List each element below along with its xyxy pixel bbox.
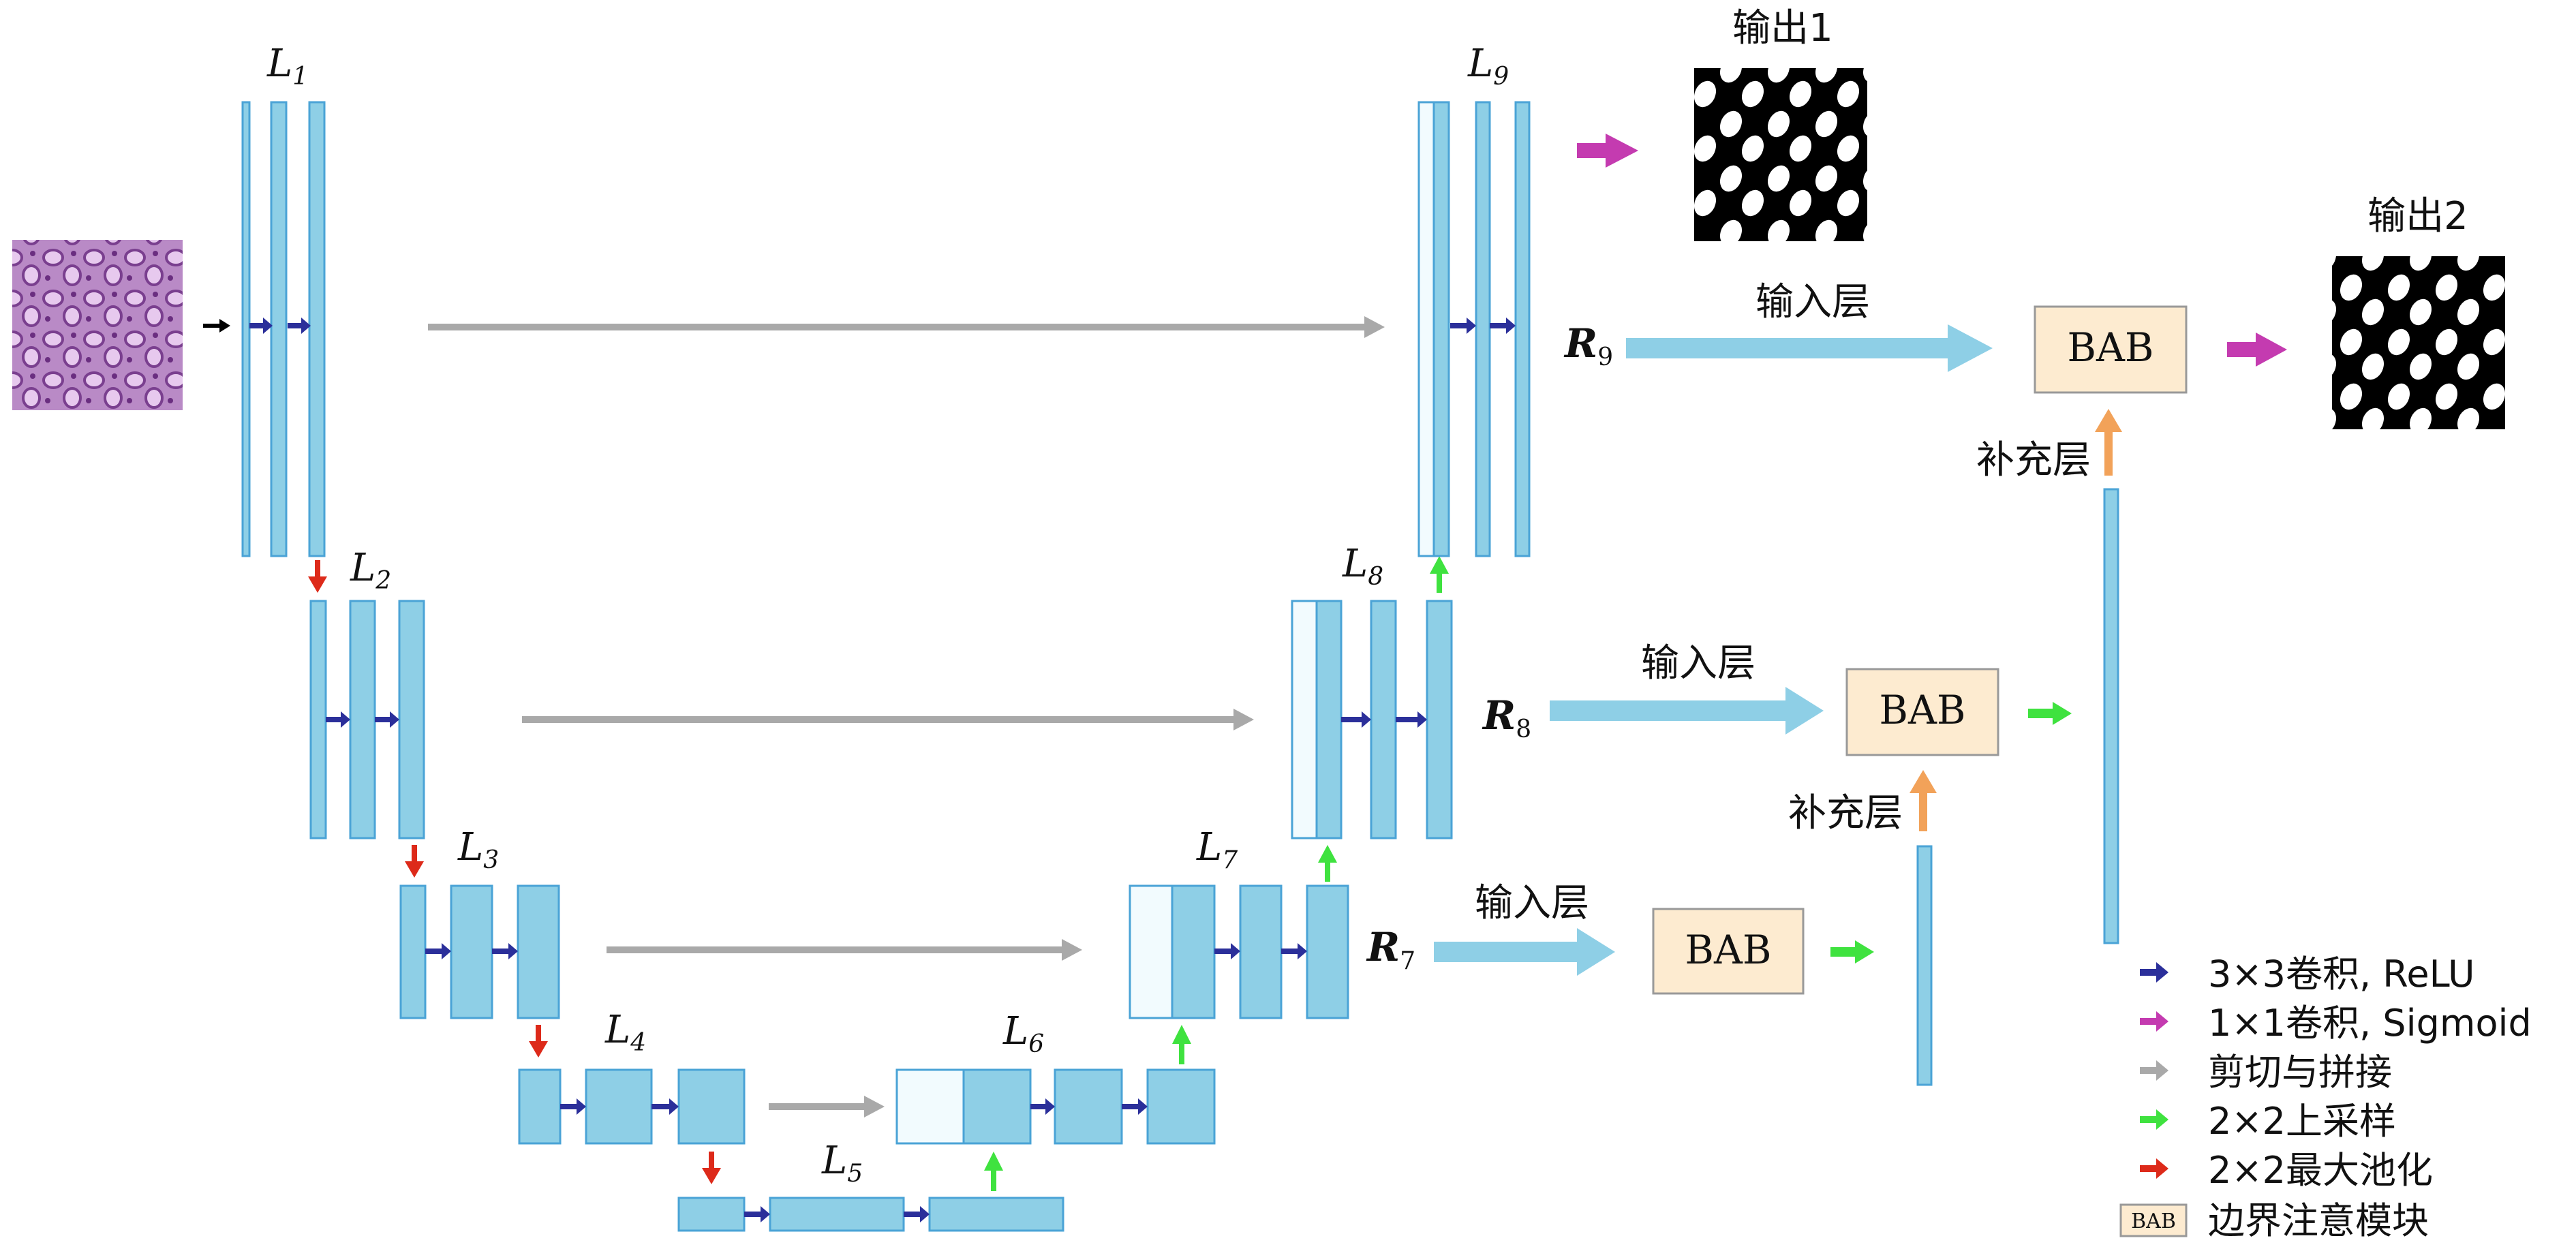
up-arrow-bab7-icon	[1830, 940, 1874, 963]
label-L1: L1	[266, 42, 308, 91]
pool-arrow-L4-icon	[702, 1152, 721, 1184]
input-layer-label-R8: 输入层	[1641, 641, 1755, 685]
label-L2: L2	[350, 546, 391, 595]
crop-concat-arrow-icon	[2140, 1060, 2168, 1081]
sigmoid-arrow-out2-icon	[2227, 333, 2287, 367]
supplement-arrow-9-icon	[2095, 409, 2122, 476]
input-histology-image	[12, 240, 183, 410]
L5-conv-arrows-icon	[744, 1206, 930, 1222]
label-L7: L7	[1196, 825, 1238, 874]
L1-conv-arrows-icon	[249, 318, 311, 334]
supplement-arrow-8-icon	[1910, 770, 1937, 831]
label-L6: L6	[1002, 1009, 1044, 1058]
input-arrow-icon	[203, 319, 230, 333]
up-arrow-L7-icon	[1318, 845, 1337, 882]
L4-conv-arrows-icon	[560, 1098, 679, 1115]
output1-mask-image	[1694, 68, 1867, 241]
label-R8: R8	[1482, 692, 1531, 743]
legend-label-conv: 3×3卷积, ReLU	[2208, 953, 2475, 996]
bab-block-9-label: BAB	[2067, 324, 2153, 371]
label-R9: R9	[1563, 320, 1613, 371]
level-L6-blocks	[895, 1068, 1216, 1145]
legend-label-crop: 剪切与拼接	[2208, 1051, 2392, 1094]
upsample-arrow-icon	[2140, 1109, 2168, 1130]
L3-conv-arrows-icon	[425, 943, 518, 959]
label-R7: R7	[1366, 924, 1415, 975]
legend-item-bab: BAB 边界注意模块	[2119, 1199, 2429, 1242]
output2-mask-image	[2332, 256, 2505, 429]
up-arrow-L8-icon	[1430, 556, 1449, 593]
L7-conv-arrows-icon	[1214, 943, 1307, 959]
label-L9: L9	[1467, 42, 1509, 91]
legend-item-conv: 3×3卷积, ReLU	[2140, 953, 2475, 996]
L9-conv-arrows-icon	[1450, 318, 1516, 334]
input-layer-arrow-R9-icon	[1626, 324, 1993, 372]
up-arrow-L5-icon	[984, 1152, 1003, 1191]
input-layer-arrow-R8-icon	[1550, 687, 1824, 735]
label-L4: L4	[604, 1008, 646, 1057]
level-L9-blocks	[1417, 101, 1531, 557]
label-L8: L8	[1342, 542, 1383, 591]
pool-arrow-L3-icon	[529, 1025, 548, 1058]
output2-label: 输出2	[2367, 194, 2468, 238]
supplement-bar-9	[2103, 488, 2119, 944]
input-layer-label-R7: 输入层	[1475, 881, 1589, 925]
level-L8-blocks	[1291, 600, 1453, 839]
L8-conv-arrows-icon	[1341, 711, 1427, 728]
supplement-layer-label-8: 补充层	[1788, 791, 1903, 835]
supplement-layer-label-9: 补充层	[1976, 438, 2091, 482]
level-L4-blocks	[518, 1068, 746, 1145]
legend-item-crop: 剪切与拼接	[2140, 1051, 2392, 1094]
sigmoid-arrow-icon	[2140, 1011, 2168, 1032]
conv-arrow-icon	[2140, 962, 2168, 983]
legend-item-maxpool: 2×2最大池化	[2140, 1149, 2433, 1192]
L2-conv-arrows-icon	[326, 711, 399, 728]
level-L5-blocks	[677, 1197, 1064, 1232]
sigmoid-arrow-out1-icon	[1577, 134, 1638, 168]
bab-legend-icon	[2119, 1203, 2188, 1237]
skip-connection-arrows	[428, 316, 1385, 1117]
legend-label-sigmoid: 1×1卷积, Sigmoid	[2208, 1002, 2532, 1045]
up-arrow-L6-icon	[1172, 1025, 1191, 1064]
bab-block-8-label: BAB	[1879, 687, 1965, 733]
bab-block-7	[1652, 908, 1805, 995]
supplement-bar-8	[1916, 845, 1933, 1086]
output1-label: 输出1	[1732, 6, 1833, 50]
legend-item-sigmoid: 1×1卷积, Sigmoid	[2140, 1002, 2532, 1045]
legend-label-bab: 边界注意模块	[2208, 1199, 2429, 1242]
legend-label-upsample: 2×2上采样	[2208, 1100, 2396, 1143]
bab-block-8	[1845, 668, 1999, 756]
input-layer-label-R9: 输入层	[1755, 280, 1870, 324]
pool-arrow-L1-icon	[308, 560, 327, 593]
label-L5: L5	[821, 1139, 863, 1188]
legend-item-upsample: 2×2上采样	[2140, 1100, 2396, 1143]
up-arrow-bab8-icon	[2028, 702, 2072, 725]
L6-conv-arrows-icon	[1030, 1098, 1148, 1115]
level-L3-blocks	[399, 884, 560, 1019]
legend-label-maxpool: 2×2最大池化	[2208, 1149, 2433, 1192]
legend: 3×3卷积, ReLU 1×1卷积, Sigmoid 剪切与拼接 2×2上采样 …	[2119, 953, 2532, 1242]
label-L3: L3	[457, 825, 499, 874]
level-L1-blocks	[241, 101, 326, 557]
bab-block-9	[2034, 305, 2188, 394]
maxpool-arrow-icon	[2140, 1158, 2168, 1179]
bab-block-7-label: BAB	[1685, 927, 1771, 973]
bab-legend-icon-label: BAB	[2131, 1209, 2176, 1233]
pool-arrow-L2-icon	[405, 845, 424, 878]
level-L7-blocks	[1129, 884, 1349, 1019]
input-layer-arrow-R7-icon	[1434, 928, 1615, 976]
